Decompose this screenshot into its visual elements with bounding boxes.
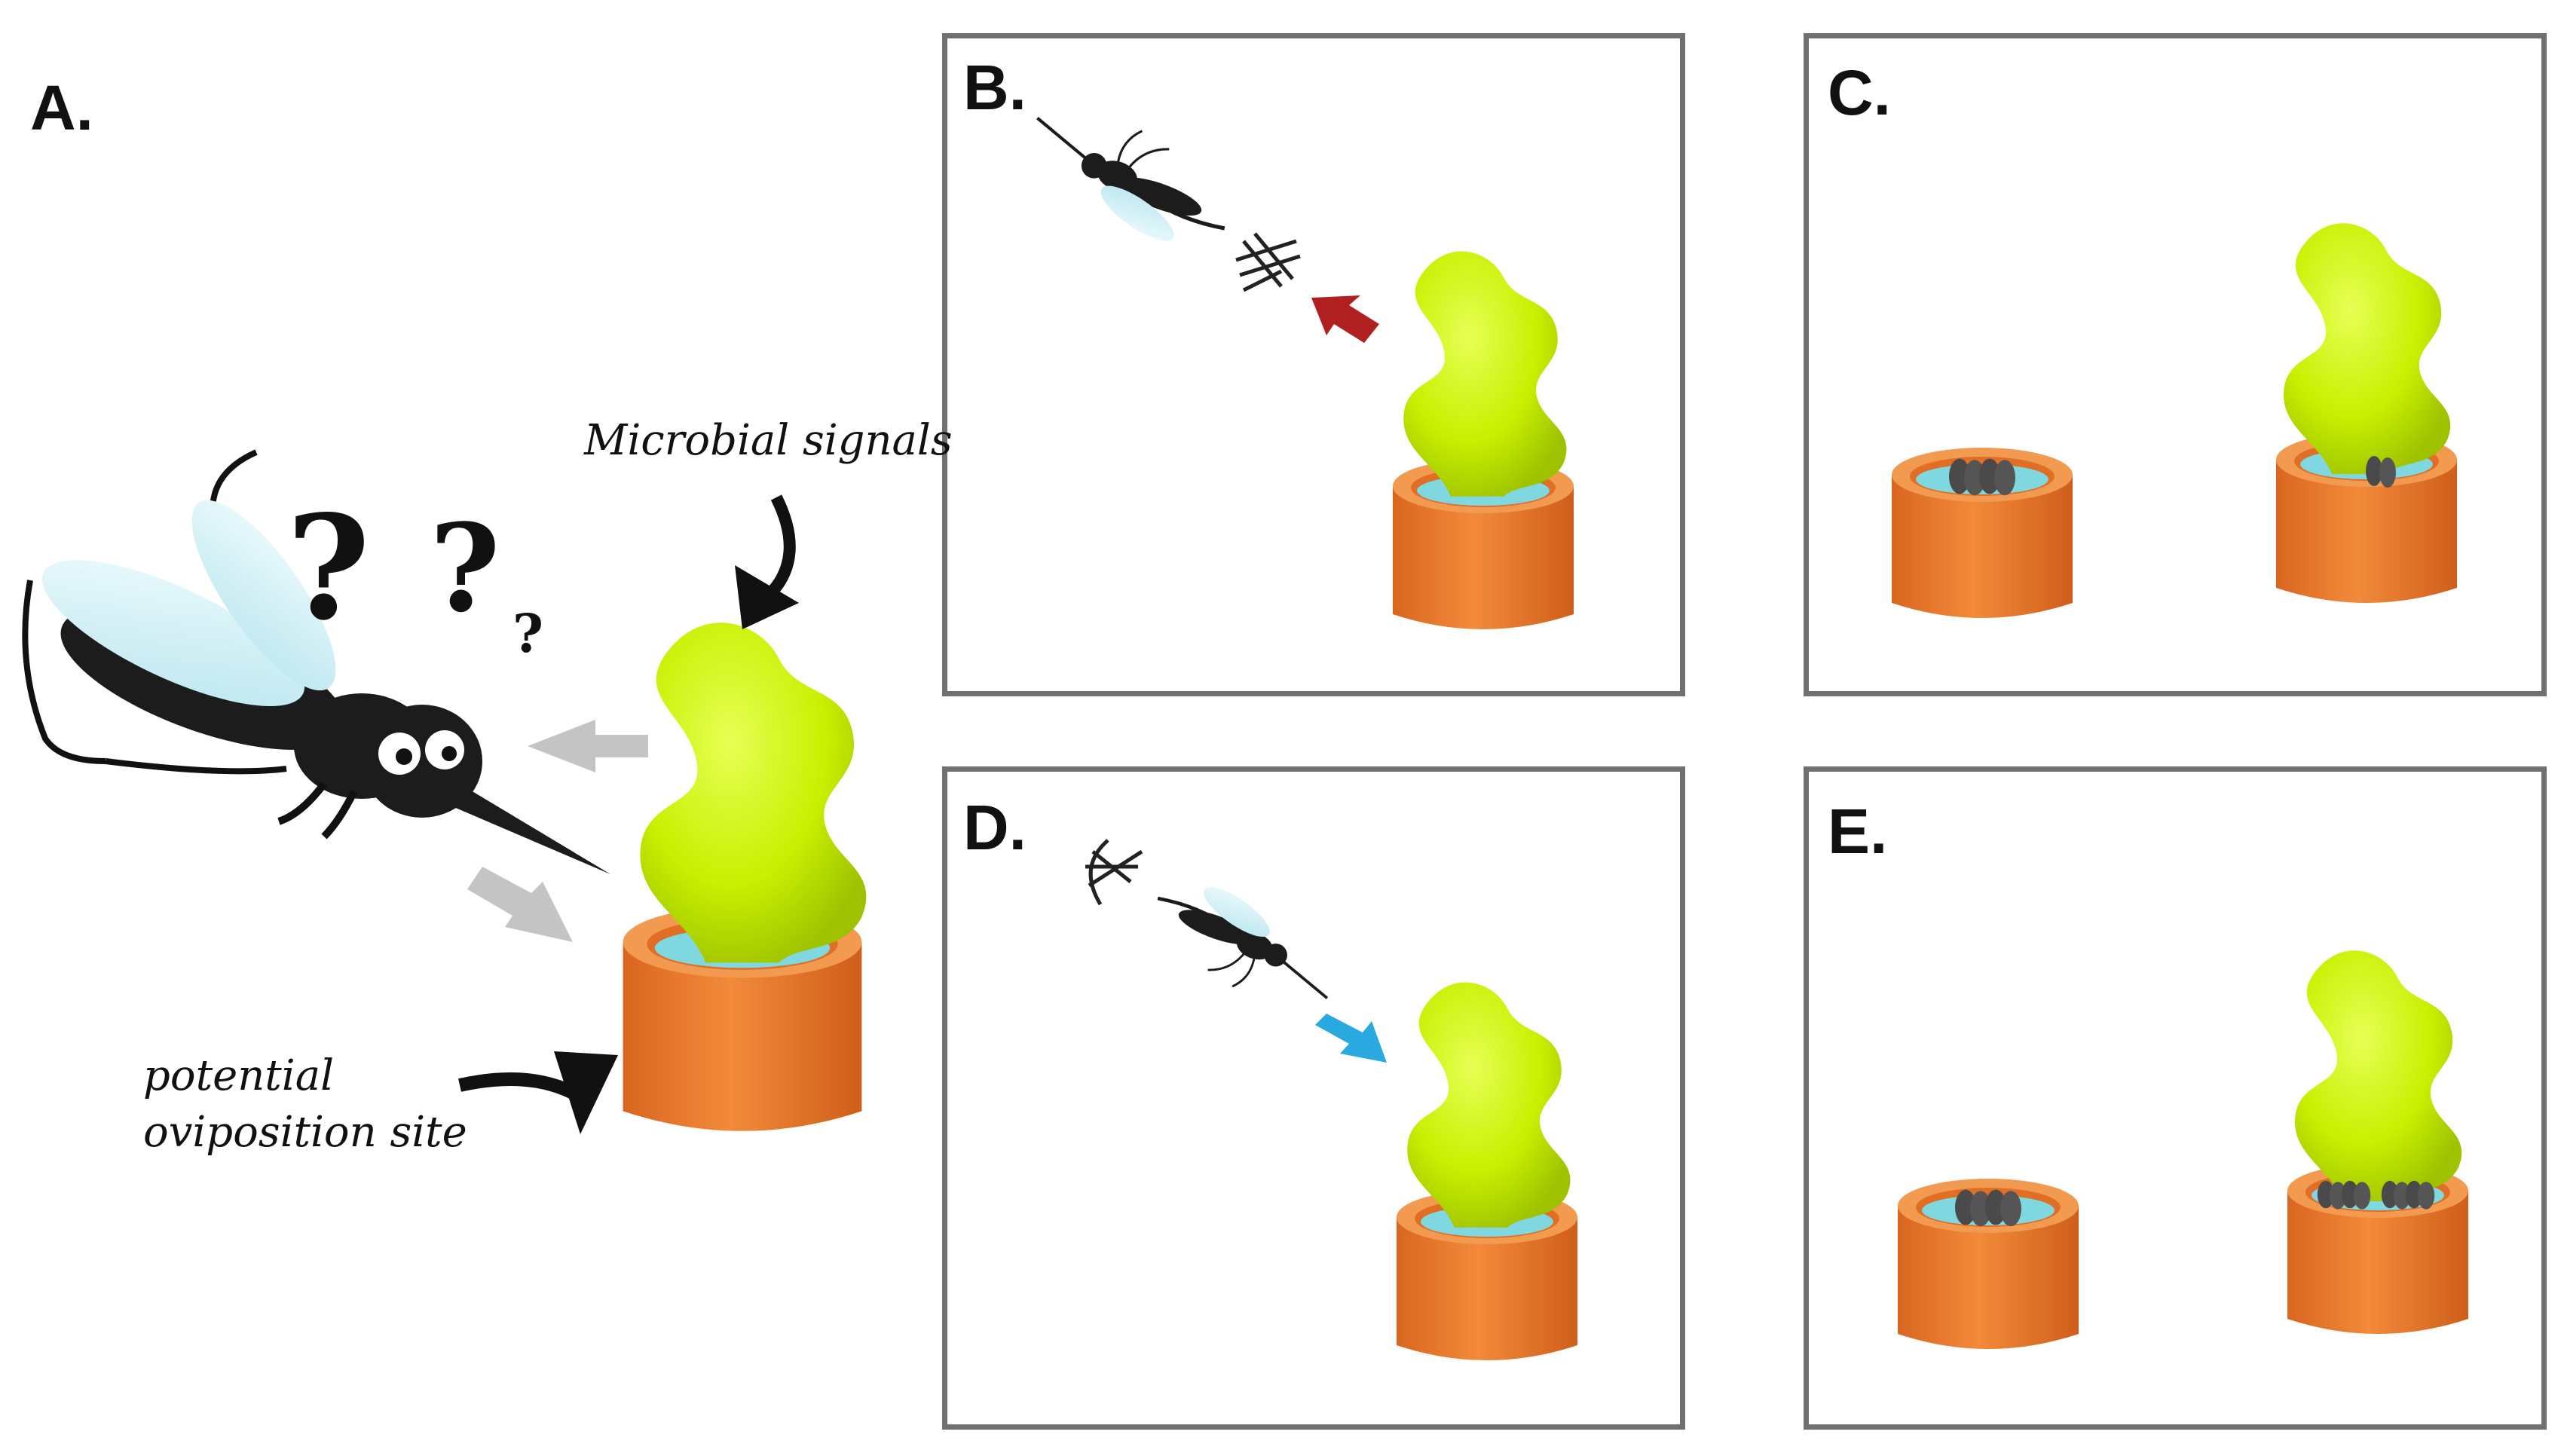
panel-label-c: C. xyxy=(1828,57,1891,128)
grey-arrow-left-icon xyxy=(528,720,648,772)
panel-label-e: E. xyxy=(1828,796,1888,867)
panel-e-scene xyxy=(1898,950,2468,1349)
panel-a-scene: ? ? ? xyxy=(22,449,867,1134)
egg-cluster-e-left-icon xyxy=(1955,1189,2021,1227)
microbe-cloud-a-icon xyxy=(640,622,867,963)
panel-b-scene xyxy=(1010,96,1574,629)
question-mark-icon: ? xyxy=(286,484,370,652)
arrow-head-icon xyxy=(735,565,799,629)
mosquito-d-icon xyxy=(1138,864,1352,1018)
odor-plume-icon xyxy=(1235,232,1301,292)
mosquito-b-icon xyxy=(1010,96,1247,267)
odor-plume-icon xyxy=(1085,839,1143,906)
microbe-cloud-c-icon xyxy=(2283,223,2451,474)
mosquito-a-icon xyxy=(22,449,610,874)
microbe-cloud-b-icon xyxy=(1403,251,1567,497)
egg-cluster-c-right-icon xyxy=(2366,456,2396,488)
panel-d-scene xyxy=(1085,839,1577,1360)
red-repel-arrow-icon xyxy=(1311,295,1379,343)
egg-cluster-c-left-icon xyxy=(1949,458,2015,496)
panel-label-a: A. xyxy=(30,72,93,143)
question-mark-icon: ? xyxy=(430,497,500,639)
question-mark-icon: ? xyxy=(512,602,543,665)
microbial-signals-label: Microbial signals xyxy=(584,416,953,465)
site-label-line1: potential xyxy=(143,1051,334,1100)
arrow-to-microbe-icon xyxy=(764,494,796,600)
panel-label-b: B. xyxy=(963,52,1027,123)
panel-c-scene xyxy=(1892,223,2457,618)
microbe-cloud-d-icon xyxy=(1407,982,1571,1228)
arrow-head-icon xyxy=(554,1051,618,1134)
arrow-to-cup-icon xyxy=(458,1072,577,1100)
grey-arrow-down-icon xyxy=(467,867,573,942)
blue-attract-arrow-icon xyxy=(1315,1014,1387,1063)
site-label-line2: oviposition site xyxy=(143,1108,467,1157)
panel-label-d: D. xyxy=(963,792,1027,863)
microbe-cloud-e-icon xyxy=(2294,950,2462,1201)
